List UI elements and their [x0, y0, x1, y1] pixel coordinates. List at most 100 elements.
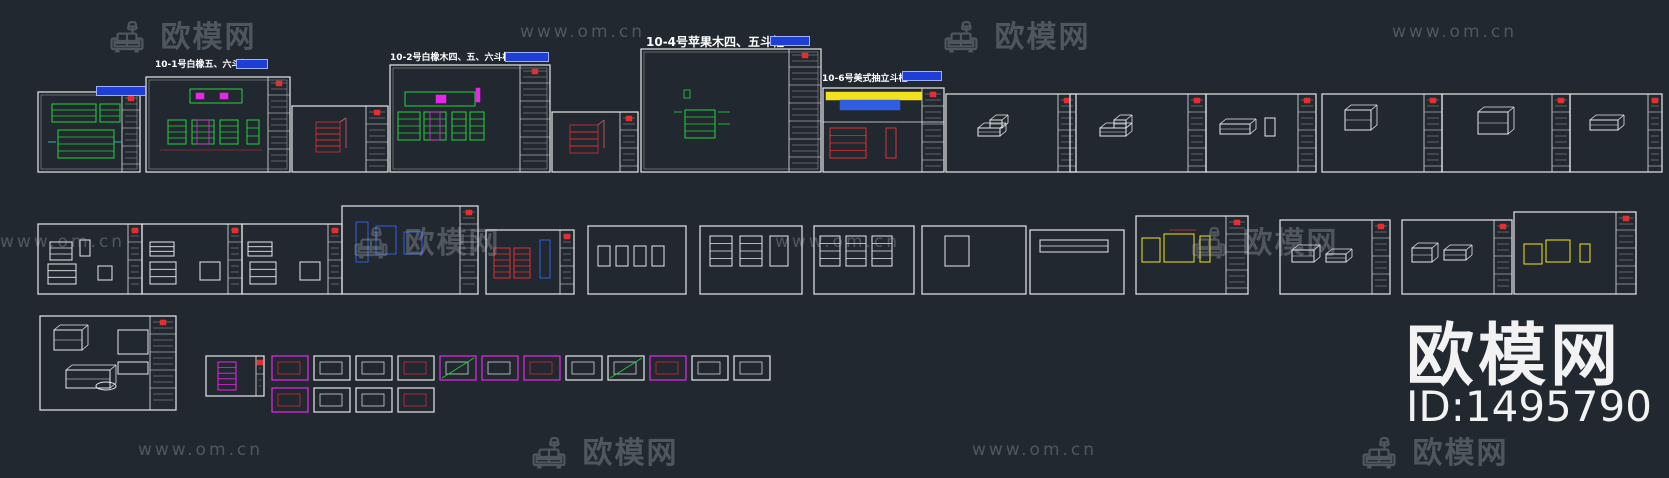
sofa-logo-icon: 🛋	[1360, 436, 1401, 471]
watermark-logo-text: 欧模网	[582, 436, 679, 471]
cad-sheet	[1279, 219, 1391, 295]
cad-sheet	[1029, 229, 1125, 295]
title-block-logo	[256, 359, 264, 366]
sofa-logo-icon: 🛋	[530, 436, 571, 471]
cad-sheet	[37, 91, 141, 173]
cad-sheet	[485, 229, 575, 295]
cad-sheet	[389, 64, 551, 173]
cabinet-detail	[683, 89, 691, 99]
cabinet-drawing	[493, 247, 511, 279]
cabinet-drawing	[246, 119, 260, 145]
cad-thumbnail-detail	[571, 361, 595, 375]
cad-line	[339, 117, 347, 123]
cad-thumbnail	[271, 355, 309, 381]
cabinet-drawing	[615, 245, 629, 267]
watermark-logo-text: 欧模网	[404, 226, 501, 261]
cad-line	[597, 119, 605, 126]
cad-sheet	[921, 225, 1027, 295]
cabinet-drawing	[1579, 243, 1591, 263]
cad-sheet	[1401, 219, 1513, 295]
sofa-logo-icon: 🛋	[942, 20, 983, 55]
cabinet-drawing	[651, 245, 665, 267]
cad-sheet	[551, 111, 639, 173]
cad-thumbnail	[397, 387, 435, 413]
cabinet-drawing	[51, 103, 97, 123]
title-block-logo	[331, 227, 339, 234]
watermark-logo: 🛋 欧模网	[942, 12, 1091, 56]
cad-line	[1431, 242, 1439, 249]
title-block-logo	[465, 209, 473, 216]
cad-line	[1249, 128, 1257, 135]
cabinet-drawing	[217, 361, 237, 391]
cabinet-detail	[195, 92, 205, 100]
title-block-logo	[1377, 223, 1385, 230]
title-block-logo	[531, 68, 539, 75]
title-block-logo	[1063, 97, 1071, 104]
cad-thumbnail-detail	[319, 361, 343, 375]
watermark-logo: 🛋 欧模网	[1360, 428, 1509, 472]
cabinet-drawing	[1141, 237, 1161, 263]
model-id: ID:1495790	[1406, 382, 1652, 431]
cad-thumbnail-detail	[403, 361, 427, 375]
cad-line	[1465, 244, 1473, 251]
title-block-logo	[1193, 97, 1201, 104]
cad-line	[1345, 256, 1353, 263]
sofa-logo-icon: 🛋	[352, 226, 393, 261]
cad-line	[1113, 114, 1121, 121]
cabinet-detail	[196, 119, 210, 145]
cad-line	[1370, 124, 1378, 131]
title-block-logo	[1499, 223, 1507, 230]
cad-line	[1617, 114, 1625, 121]
cad-line	[109, 364, 117, 371]
watermark-logo-text: 欧模网	[1242, 226, 1339, 261]
cad-thumbnail	[271, 387, 309, 413]
cad-line	[1465, 254, 1473, 261]
watermark-url: www.om.cn	[775, 232, 901, 252]
cabinet-drawing	[513, 247, 531, 279]
cad-line	[1589, 114, 1597, 121]
cad-line	[1325, 248, 1333, 255]
cabinet-drawing	[149, 241, 175, 257]
title-block-logo	[159, 319, 167, 326]
cad-thumbnail	[481, 355, 519, 381]
cad-line	[1125, 114, 1133, 121]
iso-drawing	[95, 381, 117, 391]
title-block-logo	[127, 95, 135, 102]
watermark-url: www.om.cn	[972, 440, 1098, 460]
cad-line	[999, 122, 1007, 129]
cad-thumbnail-detail	[403, 393, 427, 407]
title-banner	[825, 91, 923, 101]
cabinet-drawing	[1199, 235, 1211, 263]
cabinet-detail	[429, 111, 441, 141]
cabinet-drawing	[315, 139, 341, 147]
cad-thumbnail	[565, 355, 603, 381]
cad-line	[1099, 122, 1107, 129]
cabinet-drawing	[299, 261, 321, 281]
cad-line	[1507, 106, 1515, 113]
cad-thumbnail	[397, 355, 435, 381]
cad-thumbnail	[523, 355, 561, 381]
cad-sheet	[1135, 215, 1249, 295]
cad-sheet	[39, 315, 177, 411]
cad-thumbnail-detail	[319, 393, 343, 407]
cad-sheet-inner	[40, 94, 138, 170]
cad-line	[1291, 244, 1299, 251]
watermark-logo: 🛋 欧模网	[530, 428, 679, 472]
cad-line	[1431, 256, 1439, 263]
cabinet-detail	[435, 94, 447, 104]
cad-thumbnail-detail	[487, 361, 511, 375]
cabinet-drawing	[117, 361, 149, 375]
cabinet-drawing	[117, 329, 149, 355]
title-tag	[96, 86, 146, 96]
title-tag	[902, 71, 942, 81]
cad-line	[989, 114, 997, 121]
cabinet-drawing	[315, 145, 341, 153]
cad-line	[1249, 118, 1257, 125]
cad-thumbnail	[313, 355, 351, 381]
watermark-url: www.om.cn	[0, 232, 126, 252]
cad-line	[53, 324, 61, 331]
watermark-logo-text: 欧模网	[1412, 436, 1509, 471]
cad-sheet-inner	[392, 67, 548, 170]
